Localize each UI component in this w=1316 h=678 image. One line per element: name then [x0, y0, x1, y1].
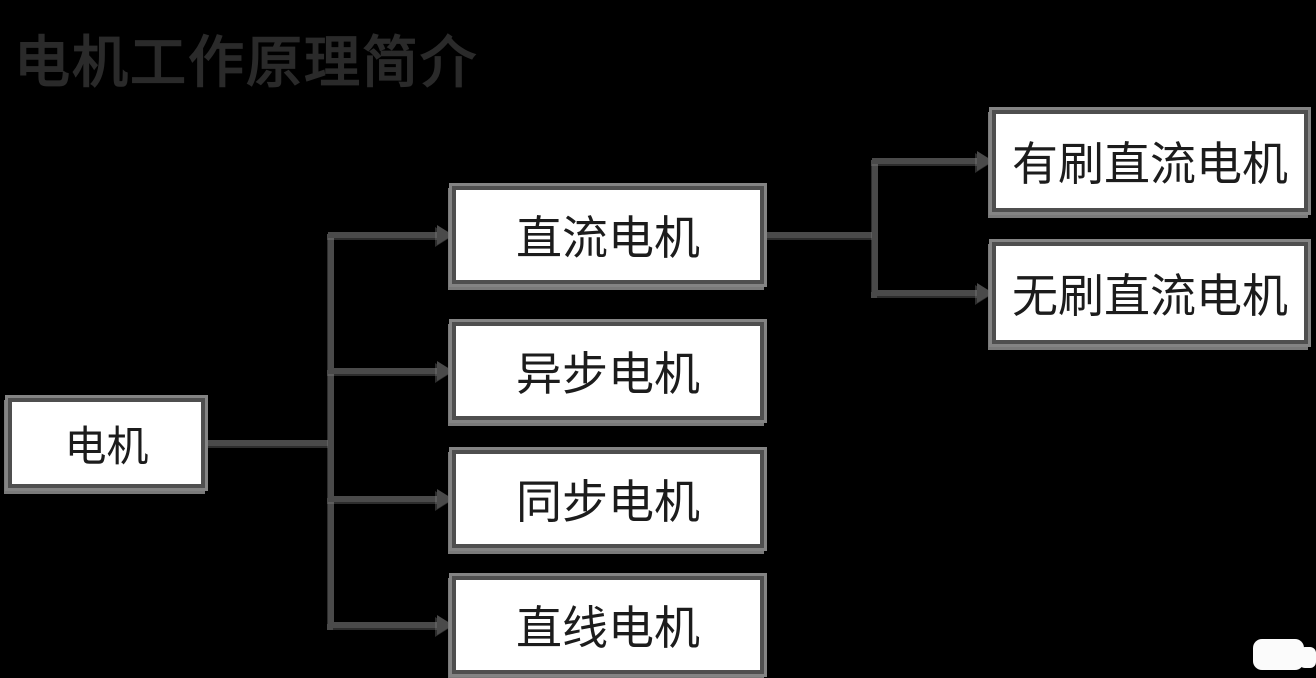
- node-dc-motor: 直流电机: [452, 186, 764, 284]
- node-linear-motor: 直线电机: [452, 576, 764, 674]
- arrowhead-async-icon: [437, 361, 453, 381]
- connector-branch-sync: [328, 496, 440, 502]
- arrowhead-dc-icon: [437, 225, 453, 245]
- node-brushed-dc-motor: 有刷直流电机: [992, 110, 1308, 212]
- connector-dc-out: [764, 232, 876, 238]
- node-sync-motor: 同步电机: [452, 450, 764, 548]
- node-linear-motor-label: 直线电机: [516, 602, 700, 654]
- arrowhead-brushed-icon: [977, 151, 993, 171]
- node-motor-root-label: 电机: [64, 422, 149, 470]
- page-title: 电机工作原理简介: [14, 31, 478, 94]
- node-brushless-dc-motor-label: 无刷直流电机: [1012, 270, 1288, 322]
- node-dc-motor-label: 直流电机: [516, 212, 700, 264]
- connector-branch-dc: [328, 232, 440, 238]
- node-async-motor: 异步电机: [452, 322, 764, 420]
- node-brushless-dc-motor: 无刷直流电机: [992, 242, 1308, 344]
- watermark-logo-fragment: [1299, 647, 1316, 668]
- node-motor-root: 电机: [8, 398, 205, 488]
- arrowhead-linear-icon: [437, 615, 453, 635]
- arrowhead-sync-icon: [437, 489, 453, 509]
- connector-branch-brushed: [872, 158, 980, 164]
- node-sync-motor-label: 同步电机: [516, 476, 700, 528]
- arrowhead-brushless-icon: [977, 283, 993, 303]
- connector-trunk-level2: [872, 158, 878, 296]
- connector-branch-brushless: [872, 290, 980, 296]
- watermark-logo: [1253, 639, 1304, 670]
- node-async-motor-label: 异步电机: [516, 348, 700, 400]
- connector-root-out: [205, 440, 333, 446]
- connector-trunk-level1: [328, 232, 334, 628]
- connector-branch-linear: [328, 622, 440, 628]
- node-brushed-dc-motor-label: 有刷直流电机: [1012, 138, 1288, 190]
- connector-branch-async: [328, 368, 440, 374]
